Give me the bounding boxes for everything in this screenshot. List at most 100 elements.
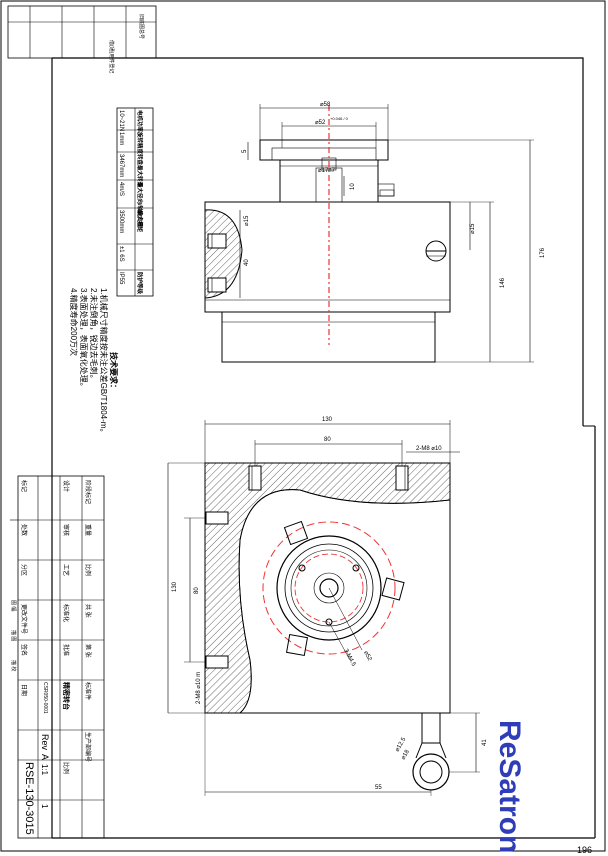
title-role-4: 标准化	[62, 604, 70, 622]
title-product: 精密转台	[62, 682, 71, 710]
top-strip: 借(通)用件登记 旧底图总号	[7, 5, 157, 73]
title-model: RSE-130-3015	[23, 762, 35, 835]
dim-holes: 3-M4.5	[342, 648, 356, 668]
title-role-5: 批准	[62, 644, 70, 656]
spec-value-6: ±1 6S	[118, 246, 124, 262]
center-hole	[319, 578, 339, 598]
dim-top-tol: +0.046 / 0	[330, 116, 349, 121]
note-4: 4.精度寿命200万次	[69, 288, 79, 356]
spec-header-1: 电机功率	[136, 110, 144, 133]
dim-top-inner: ⌀52	[315, 120, 326, 126]
technical-notes: 技术要求： 1.机械尺寸精度按未注公差GB/T1804-m。 2.未注倒角，锐边…	[69, 288, 119, 436]
connector-ring-inner	[419, 760, 443, 784]
left-strip-1: 图 幅	[10, 600, 17, 611]
title-rev: A	[40, 754, 50, 760]
dim-ring-outer: ⌀18	[401, 749, 412, 761]
front-view	[204, 104, 534, 363]
title-row-5: 签名	[20, 644, 28, 656]
title-row-4: 更改文件号	[20, 604, 28, 634]
clamp-pad-3	[285, 633, 309, 657]
bolt-hole-top-left	[248, 465, 262, 491]
spec-header-6: 防护等级	[136, 272, 144, 295]
spec-value-1: 10~21N	[118, 110, 124, 131]
dim-left-height: ⌀15	[244, 215, 250, 226]
spec-value-5: 3500mm	[118, 210, 124, 233]
rotary-disc-outer	[276, 535, 382, 641]
frame-top-right	[52, 57, 584, 426]
spec-header-2: 旋转精度	[136, 131, 144, 155]
title-qty: 1	[40, 804, 49, 809]
title-role-2: 审核	[62, 524, 70, 536]
spec-header-5: 最大扭矩	[136, 210, 144, 233]
spec-value-3: 3467mm	[118, 154, 124, 177]
dim-top-width: ⌀58	[320, 102, 331, 108]
note-1: 1.机械尺寸精度按未注公差GB/T1804-m。	[99, 288, 109, 436]
dim-right-small: ⌀15	[470, 223, 476, 234]
title-drawing-no: CSR050-0001	[42, 682, 48, 714]
connector-ring-outer	[412, 753, 450, 791]
title-label-4: 共 张	[84, 604, 92, 618]
bolt-hole-left-lower	[205, 655, 229, 669]
dim-side-height: 130	[172, 581, 178, 592]
top-strip-label-2: 旧底图总号	[138, 14, 145, 39]
title-row-2: 处数	[20, 524, 28, 536]
dim-mid: 40	[244, 259, 250, 266]
dim-side-bolt: 80	[194, 587, 200, 594]
clamp-pad-2	[381, 577, 405, 601]
dim-bore-depth: 10	[350, 183, 356, 190]
dim-bore: ⌀17h7	[318, 168, 336, 174]
title-row-3: 分区	[20, 564, 28, 576]
spec-header-4: 最大径向/轴向负载	[136, 182, 144, 228]
spec-table: 电机功率 旋转精度 转盘最大转速 最大径向/轴向负载 最大扭矩 防护等级 10~…	[116, 107, 154, 297]
title-label-2: 重量	[84, 524, 92, 536]
page-number: 196	[577, 845, 592, 855]
pcd-red-outer	[262, 521, 396, 655]
title-label-1: 阶段标记	[84, 480, 92, 504]
spec-header-3: 转盘最大转速	[136, 154, 144, 188]
title-company: 生产部编号	[84, 732, 92, 762]
plan-section-hatch	[204, 462, 451, 714]
dim-thread-top: 2-M8 ⌀10	[416, 446, 442, 452]
dim-offset-y: 41	[482, 739, 488, 746]
title-row-6: 日期	[20, 684, 28, 696]
title-row-1: 标记	[20, 480, 28, 492]
dim-height-body: 146	[500, 277, 506, 288]
bolt-hole-left-upper	[205, 511, 229, 525]
spec-value-4: 4m/S	[118, 182, 124, 196]
mount-hole-2	[352, 564, 360, 572]
left-strip-2: 描 图	[10, 630, 17, 641]
dim-base-width: 130	[322, 417, 333, 423]
clamp-pad-1	[283, 520, 309, 546]
left-section-hatch	[204, 209, 243, 299]
title-role-3: 工艺	[62, 564, 70, 576]
notes-title: 技术要求：	[109, 352, 119, 392]
connector-stem	[421, 712, 441, 744]
title-rev-label: Rev	[40, 734, 50, 751]
spec-value-7: IP55	[118, 272, 124, 285]
top-flange	[259, 139, 389, 161]
dim-left-small: 5	[242, 149, 248, 153]
main-body	[204, 201, 451, 313]
bolt-hole-top-right	[395, 465, 409, 491]
brand-logo: ReSatron	[493, 720, 526, 853]
note-3: 3.表面处理，表面氧化处理。	[79, 288, 89, 391]
title-label-5: 第 张	[84, 644, 92, 658]
dim-height-total: 176	[540, 247, 546, 258]
title-scale-label: 比例	[62, 762, 70, 774]
dim-bolt-span: 80	[324, 437, 331, 443]
dim-offset-x: 55	[375, 785, 382, 791]
left-strip-3: 描 校	[10, 660, 17, 671]
mount-hole-3	[325, 618, 333, 626]
note-2: 2.未注倒角，锐边去毛刺。	[89, 288, 99, 383]
pcd-red-inner	[294, 553, 364, 623]
title-scale: 1:1	[40, 764, 49, 776]
title-block	[10, 475, 105, 839]
dim-pcd: ⌀52	[362, 650, 372, 662]
title-material: 标准件	[84, 682, 92, 700]
title-role-1: 设计	[62, 480, 70, 492]
mount-hole-1	[298, 564, 306, 572]
title-label-3: 比例	[84, 564, 92, 576]
